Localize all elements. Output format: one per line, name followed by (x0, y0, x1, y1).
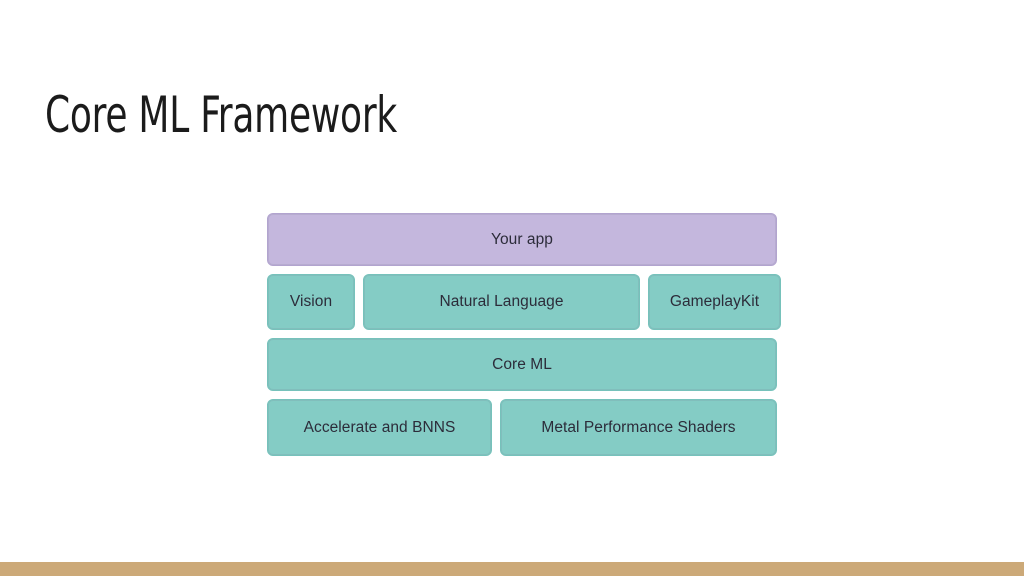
diagram-block-natural-language: Natural Language (363, 274, 640, 330)
accent-bar (0, 562, 1024, 576)
core-ml-stack-diagram: Your app Vision Natural Language Gamepla… (267, 213, 781, 456)
diagram-block-your-app: Your app (267, 213, 777, 266)
diagram-block-gameplaykit: GameplayKit (648, 274, 781, 330)
diagram-block-core-ml: Core ML (267, 338, 777, 391)
diagram-block-vision: Vision (267, 274, 355, 330)
diagram-block-metal-performance-shaders: Metal Performance Shaders (500, 399, 777, 456)
page-title: Core ML Framework (45, 85, 397, 144)
diagram-row-app: Your app (267, 213, 777, 266)
diagram-row-compute: Accelerate and BNNS Metal Performance Sh… (267, 399, 777, 456)
diagram-block-accelerate-and-bnns: Accelerate and BNNS (267, 399, 492, 456)
diagram-row-coreml: Core ML (267, 338, 777, 391)
diagram-row-frameworks: Vision Natural Language GameplayKit (267, 274, 781, 330)
